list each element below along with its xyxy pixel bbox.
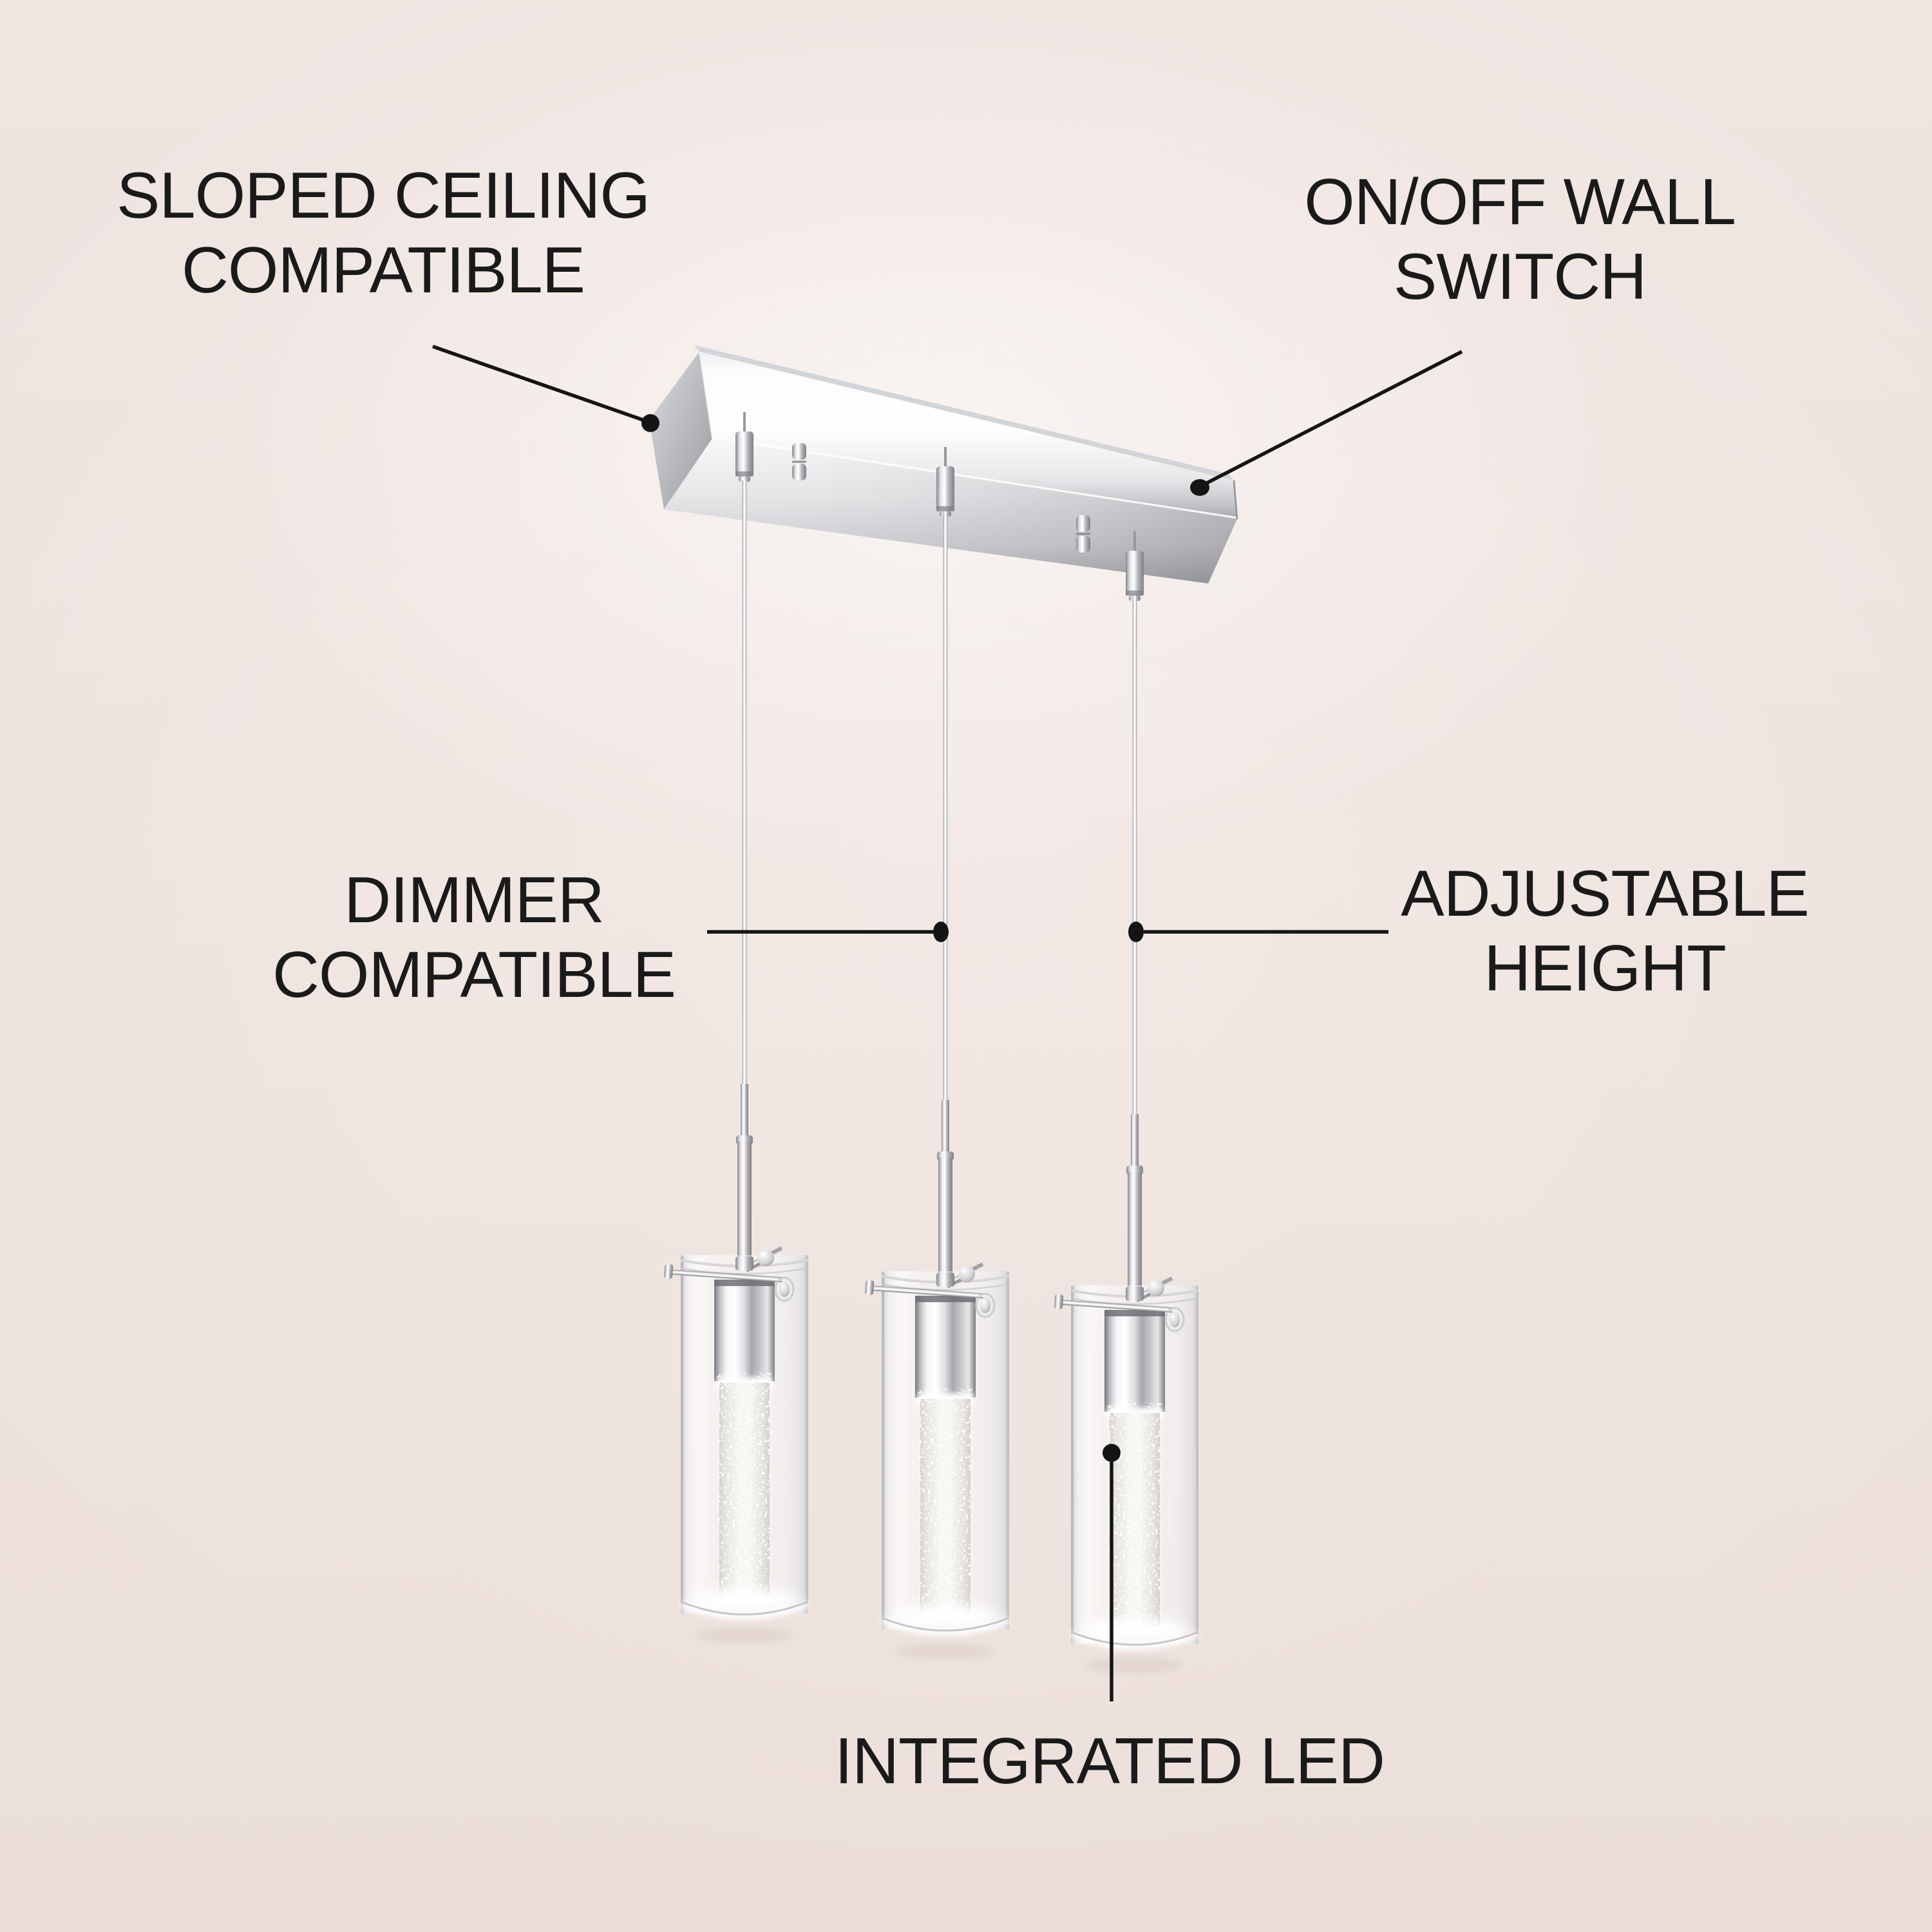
callout-dimmer-line1: DIMMER bbox=[344, 864, 605, 936]
callout-wall-switch-line1: ON/OFF WALL bbox=[1304, 166, 1736, 238]
callout-dot-dimmer bbox=[933, 922, 949, 942]
pendant-middle bbox=[865, 1100, 1009, 1660]
callout-wall-switch: ON/OFF WALL SWITCH bbox=[1304, 165, 1736, 314]
callout-adjustable-height: ADJUSTABLE HEIGHT bbox=[1401, 857, 1810, 1006]
callout-dimmer-line2: COMPATIBLE bbox=[272, 939, 676, 1011]
leader-sloped-ceiling bbox=[432, 345, 659, 432]
callout-sloped-ceiling-line1: SLOPED CEILING bbox=[117, 159, 650, 232]
adjustable-cables bbox=[742, 480, 1137, 1118]
canopy-left-face bbox=[649, 352, 712, 509]
callout-integrated-led-label: INTEGRATED LED bbox=[835, 1725, 1385, 1797]
leader-wall-switch bbox=[1190, 350, 1463, 496]
canopy-front-face bbox=[699, 352, 1237, 519]
callout-dot-adjustable-height bbox=[1128, 922, 1144, 942]
callout-leaders bbox=[432, 345, 1463, 1701]
callout-adjustable-height-line2: HEIGHT bbox=[1484, 933, 1727, 1005]
leader-dimmer bbox=[707, 922, 949, 942]
pendant-left bbox=[664, 1084, 808, 1643]
ceiling-canopy bbox=[649, 345, 1238, 602]
leader-integrated-led bbox=[1103, 1444, 1121, 1701]
callout-sloped-ceiling: SLOPED CEILING COMPATIBLE bbox=[117, 158, 650, 308]
callout-integrated-led: INTEGRATED LED bbox=[835, 1724, 1385, 1799]
callout-adjustable-height-line1: ADJUSTABLE bbox=[1401, 857, 1810, 930]
callout-dimmer: DIMMER COMPATIBLE bbox=[272, 863, 676, 1012]
canopy-top-edge bbox=[694, 345, 1234, 480]
callout-dot-sloped-ceiling bbox=[641, 414, 659, 432]
callout-sloped-ceiling-line2: COMPATIBLE bbox=[181, 234, 585, 307]
callout-dot-wall-switch bbox=[1190, 479, 1209, 496]
leader-adjustable-height bbox=[1128, 922, 1388, 942]
pendant-right bbox=[1054, 1114, 1198, 1674]
callout-wall-switch-line2: SWITCH bbox=[1393, 241, 1647, 313]
